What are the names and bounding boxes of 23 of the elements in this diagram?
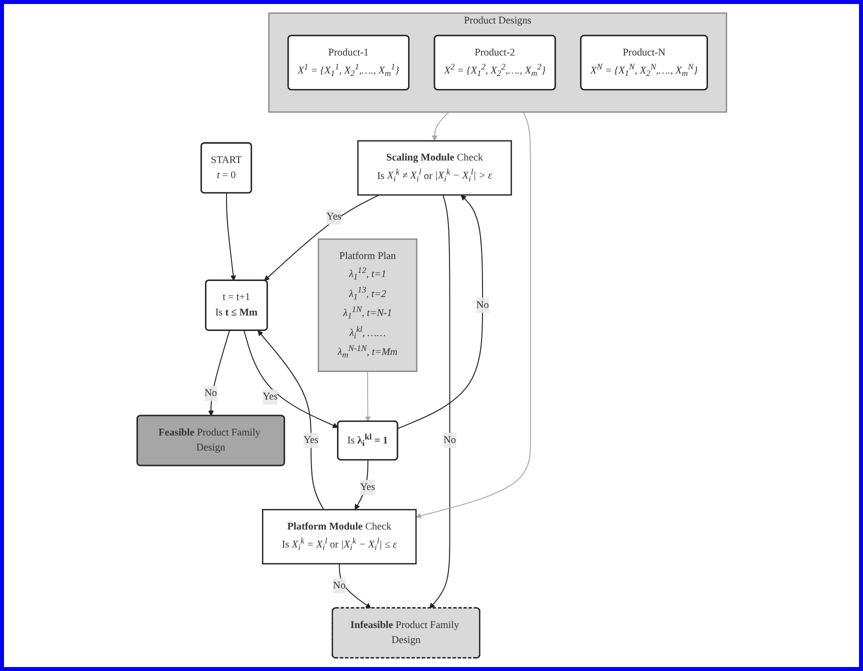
arrow	[208, 330, 230, 416]
edge-label: Yes	[262, 391, 278, 402]
arrow	[428, 194, 450, 608]
arrow	[243, 330, 338, 428]
arrow	[338, 563, 371, 608]
edge-label: Yes	[303, 434, 318, 446]
edge-label: Yes	[360, 482, 375, 493]
edge-label: No	[204, 388, 217, 399]
node-box: Scaling Module Check Is X$_{i}$$^{k}$ ≠ X$_{i}$$^{l}$ or |X$_{i}$$^{k}$ − X$_{i}$$^{l}$| > ε	[356, 140, 512, 196]
node-box: Platform Plan λ$_{1}$$^{12}$, t=1 λ$_{1}$$^{13}$, t=2 λ$_{1}$$^{1N}$, t=N-1 λ$_{i}$$^{kl}$, …… λ$_{m}$$^{N-1N}$, t=Mm	[317, 238, 418, 372]
edge-label: No	[332, 580, 346, 591]
arrow	[415, 112, 531, 518]
edge-label: Yes	[326, 211, 342, 222]
arrow	[264, 194, 380, 281]
edge-label: No	[443, 434, 456, 446]
arrow	[431, 112, 449, 142]
node-box: Platform Module Check Is X$_{i}$$^{k}$ = X$_{i}$$^{l}$ or |X$_{i}$$^{k}$ − X$_{i}$$^{l}$| ≤ ε	[262, 509, 416, 564]
arrow	[257, 330, 324, 510]
arrow	[354, 460, 368, 510]
arrow	[226, 192, 236, 281]
arrow	[364, 370, 370, 422]
edge-label: No	[476, 299, 489, 310]
arrow	[397, 194, 483, 430]
